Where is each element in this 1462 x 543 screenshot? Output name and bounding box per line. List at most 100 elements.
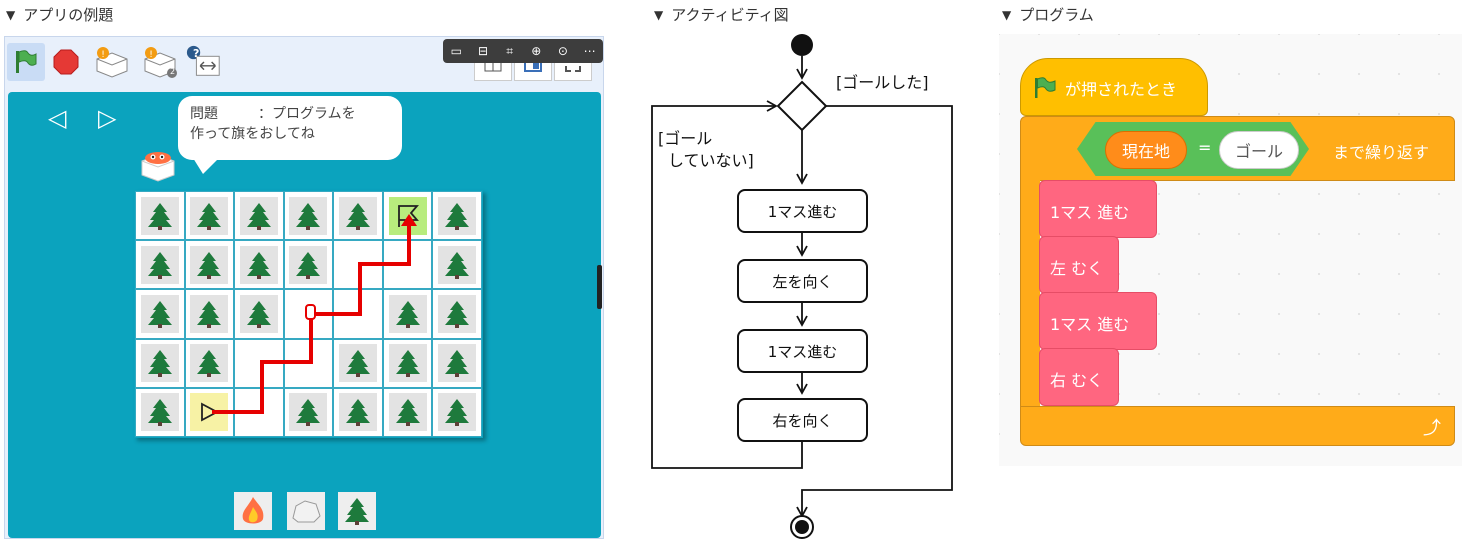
grid-cell-tree [184, 240, 235, 290]
run-button[interactable] [7, 43, 45, 81]
tree-icon [395, 399, 420, 427]
comment-icon[interactable]: ▭ [450, 44, 462, 58]
more-icon[interactable]: ⋯ [583, 44, 596, 58]
grid-cell-tree [184, 289, 235, 339]
grid-cell-tree [135, 387, 185, 437]
section-marker: ▼ [1002, 7, 1012, 22]
help-swap-icon [186, 45, 220, 76]
palette-fire[interactable] [234, 492, 272, 530]
grid-cell-tree [135, 240, 185, 290]
svg-text:!: ! [149, 50, 153, 60]
tree-icon [395, 300, 420, 328]
tree-icon [395, 350, 420, 378]
grid-cell-tree [333, 191, 383, 241]
section-title-text: アクティビティ図 [671, 6, 789, 24]
section-title-text: アプリの例題 [23, 6, 114, 24]
align-icon[interactable]: ⊟ [477, 44, 489, 58]
tree-icon [346, 399, 371, 427]
help-mark: ? [193, 47, 200, 60]
tree-icon [445, 202, 470, 230]
grid-cell-tree [333, 387, 383, 437]
grid-cell-empty [283, 338, 334, 388]
section-title-program: ▼ プログラム [1002, 4, 1094, 25]
grid-cell-tree [234, 289, 284, 339]
tree-icon [246, 251, 271, 279]
speech-bubble-tail [193, 158, 219, 174]
block-alert-icon: ! [144, 47, 177, 78]
block-info-button[interactable]: ! [93, 43, 131, 81]
current-position-reporter[interactable]: 現在地 [1105, 131, 1187, 169]
guard-not-goal-line2: していない] [668, 151, 754, 170]
palette-rock[interactable] [287, 492, 325, 530]
help-button[interactable]: ? [185, 43, 223, 81]
tree-icon [147, 251, 172, 279]
grid-cell-goal [382, 191, 433, 241]
crop-icon[interactable]: ⌗ [506, 43, 514, 58]
tree-icon [296, 202, 321, 230]
guard-not-goal-line1: [ゴール [658, 129, 713, 148]
grid-cell-tree [432, 289, 482, 339]
repeat-until-arm [1020, 180, 1040, 410]
tree-icon [197, 251, 222, 279]
activity-diagram: [ゴールした] [ゴール していない] 1マス進む 左を向く 1マス進む 右を向… [640, 28, 970, 543]
section-marker: ▼ [654, 7, 664, 22]
turn-right-block[interactable]: 右 むく [1039, 348, 1119, 406]
bubble-prefix: 問題 [190, 106, 218, 122]
grid-cell-tree [184, 191, 235, 241]
tree-icon [346, 202, 371, 230]
grid-cell-tree [135, 338, 185, 388]
bubble-line1: ：プログラムを [258, 106, 356, 122]
hat-label: が押されたとき [1065, 80, 1178, 99]
decision-node [776, 80, 828, 132]
turn-left-block[interactable]: 左 むく [1039, 236, 1119, 294]
move-one-block[interactable]: 1マス 進む [1039, 180, 1157, 238]
grid-cell-tree [382, 338, 433, 388]
grid-cell-empty [382, 240, 433, 290]
start-triangle-icon [201, 402, 220, 422]
loop-arrow-icon: ⤴ [1423, 418, 1441, 439]
stop-button[interactable] [47, 43, 85, 81]
tree-icon [147, 300, 172, 328]
fire-icon [242, 497, 264, 524]
palette-tree[interactable] [338, 492, 376, 530]
grid-cell-empty [333, 240, 383, 290]
goal-value-input[interactable]: ゴール [1219, 131, 1299, 169]
grid-cell-tree [432, 240, 482, 290]
tree-icon [197, 300, 222, 328]
speech-bubble: 問題：プログラムを 作って旗をおしてね [178, 96, 402, 160]
tree-icon [445, 300, 470, 328]
tree-icon [246, 202, 271, 230]
panel-resize-handle[interactable] [597, 265, 602, 309]
block-info-2-button[interactable]: ! 2 [141, 43, 179, 81]
grid-cell-tree [283, 387, 334, 437]
tree-icon [296, 399, 321, 427]
grid-cell-tree [283, 240, 334, 290]
repeat-until-end [1020, 406, 1455, 446]
zoom-in-icon[interactable]: ⊕ [531, 44, 542, 58]
grid-cell-tree [432, 338, 482, 388]
action-turn-left: 左を向く [737, 259, 868, 303]
download-icon[interactable]: ⊙ [557, 44, 568, 58]
next-problem-button[interactable]: ▷ [98, 104, 117, 132]
tree-icon [147, 350, 172, 378]
grid-cell-tree [382, 289, 433, 339]
grid-cell-tree [184, 338, 235, 388]
app-example-panel: ! ! 2 ? ▭ ⊟ ⌗ ⊕ [4, 36, 604, 539]
tree-icon [197, 202, 222, 230]
stop-sign-icon [53, 49, 79, 75]
grid-cell-empty [234, 338, 284, 388]
tree-icon [147, 399, 172, 427]
action-turn-right: 右を向く [737, 398, 868, 442]
move-one-block[interactable]: 1マス 進む [1039, 292, 1157, 350]
tree-icon [296, 251, 321, 279]
repeat-suffix: まで繰り返す [1333, 143, 1430, 162]
diagram-lines [651, 34, 953, 539]
rock-icon [292, 500, 321, 523]
block-alert-icon: ! [96, 47, 128, 78]
block-label: 1マス 進む [1050, 203, 1130, 222]
image-mini-toolbar: ▭ ⊟ ⌗ ⊕ ⊙ ⋯ [443, 39, 603, 63]
grid-cell-tree [135, 191, 185, 241]
green-flag-icon [16, 50, 37, 73]
grid-cell-tree [382, 387, 433, 437]
prev-problem-button[interactable]: ◁ [48, 104, 67, 132]
